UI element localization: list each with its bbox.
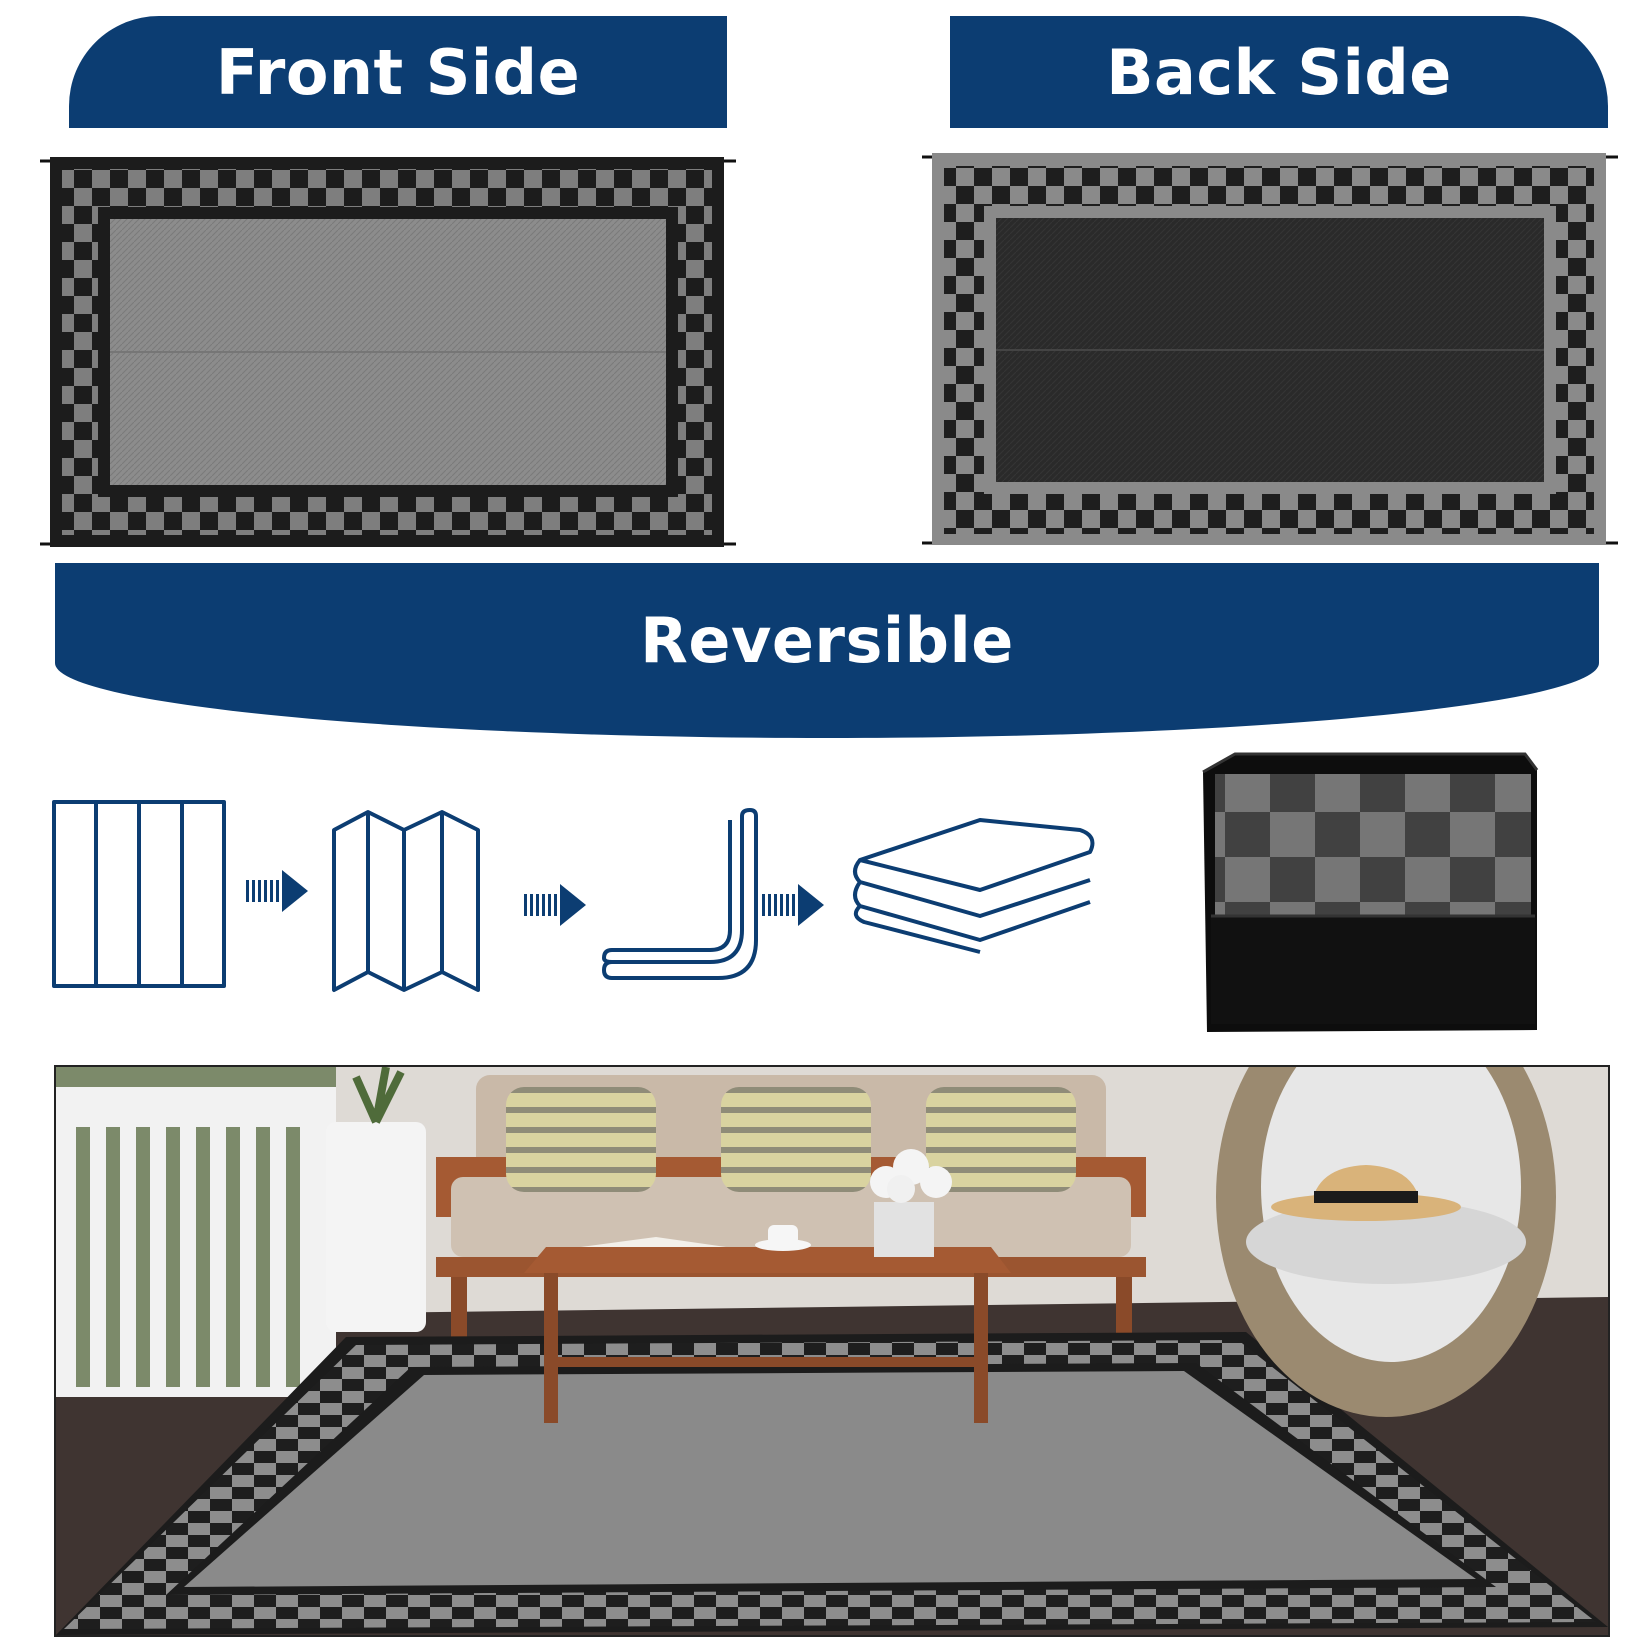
front-side-label: Front Side bbox=[215, 35, 581, 109]
front-side-banner: Front Side bbox=[69, 16, 727, 128]
back-side-mat bbox=[922, 153, 1618, 545]
back-side-label: Back Side bbox=[1106, 35, 1452, 109]
front-side-mat bbox=[40, 157, 736, 547]
patio-scene-photo bbox=[54, 1065, 1610, 1637]
reversible-banner: Reversible bbox=[55, 563, 1599, 738]
back-side-banner: Back Side bbox=[950, 16, 1608, 128]
reversible-label: Reversible bbox=[640, 604, 1014, 677]
l-fold-icon bbox=[602, 808, 758, 980]
arrow-icon bbox=[762, 884, 824, 926]
arrow-icon bbox=[246, 870, 308, 912]
flat-panel-icon bbox=[52, 800, 226, 988]
stacked-fold-icon bbox=[853, 818, 1095, 954]
arrow-icon bbox=[524, 884, 586, 926]
zigzag-fold-icon bbox=[332, 810, 480, 992]
folding-steps bbox=[52, 800, 1095, 992]
storage-bag bbox=[1202, 752, 1539, 1032]
